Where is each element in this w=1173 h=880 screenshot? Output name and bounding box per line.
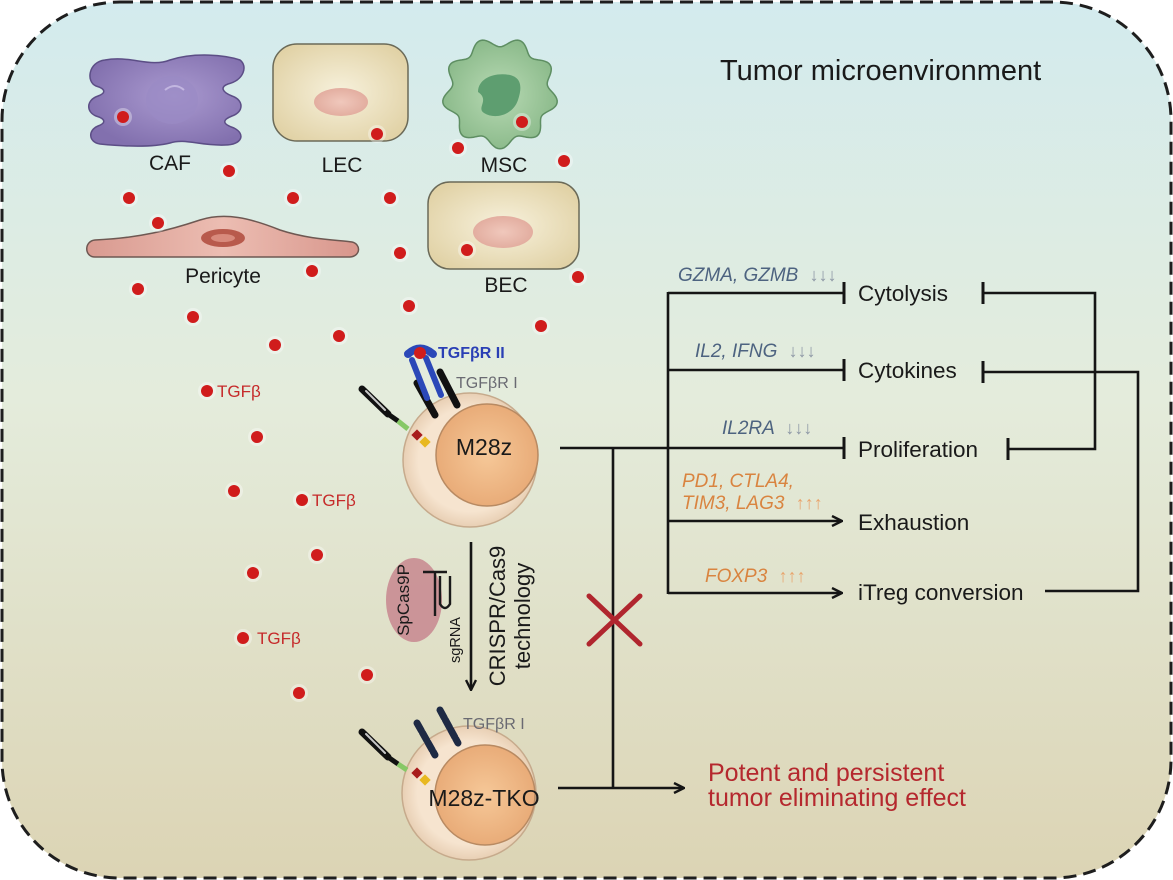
result-line2: tumor eliminating effect	[708, 784, 966, 812]
tko-tgfbr1-label: TGFβR I	[463, 716, 525, 733]
cytolysis-genes: GZMA, GZMB ↓↓↓	[678, 265, 837, 286]
figure-title: Tumor microenvironment	[720, 55, 1041, 87]
bec-nucleus	[473, 216, 533, 248]
exhaustion-genes-line2: TIM3, LAG3 ↑↑↑	[682, 493, 823, 514]
tgfb-dot	[516, 116, 528, 128]
msc-label: MSC	[481, 154, 528, 177]
tgfb-dot	[123, 192, 135, 204]
m28z-tko-label: M28z-TKO	[428, 785, 539, 811]
msc-cell	[442, 39, 558, 150]
caf-cell	[88, 54, 245, 147]
pericyte-nucleus-highlight	[211, 234, 235, 242]
result-line1: Potent and persistent	[708, 759, 944, 787]
tgfb-dot	[223, 165, 235, 177]
tgfb-dot	[403, 300, 415, 312]
crispr-label-line2: technology	[510, 563, 535, 669]
tgfb-dot	[287, 192, 299, 204]
outcome-exhaustion: Exhaustion	[858, 510, 969, 535]
tgfb-label: TGFβ	[257, 629, 301, 648]
tgfb-dot	[461, 244, 473, 256]
tgfb-dot	[296, 494, 308, 506]
exhaustion-genes-line1: PD1, CTLA4,	[682, 471, 794, 492]
trend-down-icon: ↓↓↓	[810, 265, 837, 285]
tgfb-dot	[117, 111, 129, 123]
tgfb-dot	[361, 669, 373, 681]
sgrna-label: sgRNA	[448, 617, 464, 663]
cytokines-itreg-link	[983, 370, 1140, 593]
tgfb-dot	[371, 128, 383, 140]
tgfb-dot	[152, 217, 164, 229]
caf-label: CAF	[149, 152, 191, 175]
msc-nucleus	[478, 74, 521, 117]
bec-cell	[427, 181, 580, 270]
spcas9-label: SpCas9P	[394, 564, 413, 636]
signaling-connectors	[558, 282, 1140, 788]
gene-names: GZMA, GZMB	[678, 265, 799, 286]
trend-up-icon: ↑↑↑	[779, 566, 806, 586]
m28z-cell	[358, 344, 539, 528]
tgfbr2-label: TGFβR II	[438, 345, 505, 362]
car-receptor-icon	[358, 385, 431, 448]
tgfb-dot	[572, 271, 584, 283]
m28z-tko-cell	[358, 706, 537, 861]
sgrna-icon	[423, 570, 452, 616]
bound-tgfb-dot	[414, 347, 426, 359]
tgfb-label: TGFβ	[217, 382, 261, 401]
tgfb-dot	[293, 687, 305, 699]
gene-names: IL2, IFNG	[695, 341, 777, 362]
tgfb-dot	[251, 431, 263, 443]
tgfb-dot	[384, 192, 396, 204]
tgfb-dot	[311, 549, 323, 561]
trend-down-icon: ↓↓↓	[785, 418, 812, 438]
tgfb-dot	[535, 320, 547, 332]
block-x-icon	[586, 593, 643, 647]
pericyte-cell	[86, 215, 360, 258]
tgfb-dot	[132, 283, 144, 295]
crispr-label-line1: CRISPR/Cas9	[485, 546, 510, 687]
tgfb-dot	[228, 485, 240, 497]
tgfbr1-receptor-icon	[413, 706, 462, 759]
tgfbr2-receptor-icon	[404, 344, 444, 401]
tgfbr1-label: TGFβR I	[456, 375, 518, 392]
car-receptor-icon	[358, 728, 431, 786]
tgfb-dots	[114, 108, 587, 702]
tgfb-dot	[333, 330, 345, 342]
lec-nucleus	[314, 88, 368, 116]
outcome-itreg-conversion: iTreg conversion	[858, 580, 1024, 605]
pericyte-label: Pericyte	[185, 265, 261, 288]
tgfb-dot	[201, 385, 213, 397]
gene-names: TIM3, LAG3	[682, 493, 785, 514]
outcome-cytolysis: Cytolysis	[858, 281, 948, 306]
trend-up-icon: ↑↑↑	[796, 493, 823, 513]
tgfb-dot	[187, 311, 199, 323]
spcas9-body	[386, 558, 442, 642]
tgfb-dot	[558, 155, 570, 167]
m28z-nucleus	[435, 403, 539, 507]
tgfb-label: TGFβ	[312, 491, 356, 510]
spcas9-complex-icon	[386, 558, 452, 642]
caf-nucleus	[146, 76, 198, 124]
tgfb-dot	[247, 567, 259, 579]
lec-label: LEC	[322, 154, 363, 177]
tgfb-dot	[452, 142, 464, 154]
gene-names: FOXP3	[705, 566, 768, 587]
tgfb-dot	[306, 265, 318, 277]
caf-nucleus-highlight	[164, 85, 185, 91]
trend-down-icon: ↓↓↓	[789, 341, 816, 361]
outcome-cytokines: Cytokines	[858, 358, 957, 383]
bec-label: BEC	[484, 274, 527, 297]
tko-nucleus	[434, 744, 536, 846]
tgfb-dot	[237, 632, 249, 644]
tgfb-dot	[394, 247, 406, 259]
m28z-label: M28z	[456, 434, 512, 460]
lec-cell	[272, 43, 409, 142]
cytokines-genes: IL2, IFNG ↓↓↓	[695, 341, 816, 362]
gene-names: IL2RA	[722, 418, 774, 439]
proliferation-genes: IL2RA ↓↓↓	[722, 418, 812, 439]
outcome-proliferation: Proliferation	[858, 437, 978, 462]
tgfb-dot	[269, 339, 281, 351]
itreg-genes: FOXP3 ↑↑↑	[705, 566, 806, 587]
